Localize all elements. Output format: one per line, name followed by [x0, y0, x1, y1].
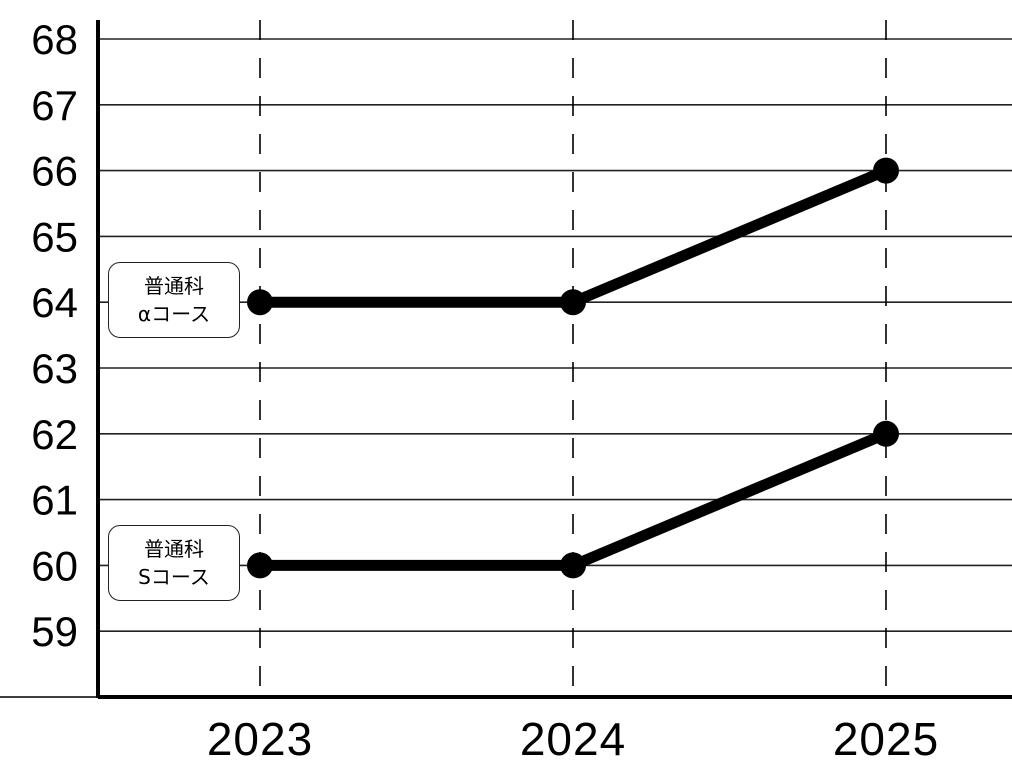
y-tick-labels: 68 67 66 65 64 63 62 61 60 59	[31, 16, 78, 655]
x-tick-labels: 2023 2024 2025	[207, 713, 939, 765]
series-label-box: 普通科 αコース	[108, 262, 240, 339]
series-label-line2: αコース	[137, 302, 211, 327]
y-tick-label: 68	[31, 16, 78, 63]
series-label-line2: Sコース	[138, 565, 210, 590]
y-tick-label: 66	[31, 148, 78, 195]
vertical-gridlines	[259, 20, 887, 697]
y-tick-label: 64	[31, 279, 78, 326]
data-point-marker	[247, 289, 273, 316]
data-point-marker	[560, 552, 586, 579]
y-tick-label: 63	[31, 345, 78, 392]
data-point-marker	[247, 552, 273, 579]
y-tick-label: 59	[31, 608, 78, 655]
data-point-marker	[560, 289, 586, 316]
series-label-line1: 普通科	[144, 274, 204, 299]
series-label-line1: 普通科	[144, 537, 204, 562]
x-tick-label: 2023	[207, 713, 313, 765]
data-point-marker	[873, 157, 899, 184]
x-tick-label: 2025	[833, 713, 939, 765]
data-series	[247, 157, 899, 579]
y-tick-label: 60	[31, 542, 78, 589]
y-tick-label: 62	[31, 411, 78, 458]
y-tick-label: 67	[31, 82, 78, 129]
series-label-box: 普通科 Sコース	[108, 525, 240, 602]
y-tick-label: 65	[31, 213, 78, 260]
x-tick-label: 2024	[520, 713, 626, 765]
data-point-marker	[873, 420, 899, 447]
y-tick-label: 61	[31, 477, 78, 524]
